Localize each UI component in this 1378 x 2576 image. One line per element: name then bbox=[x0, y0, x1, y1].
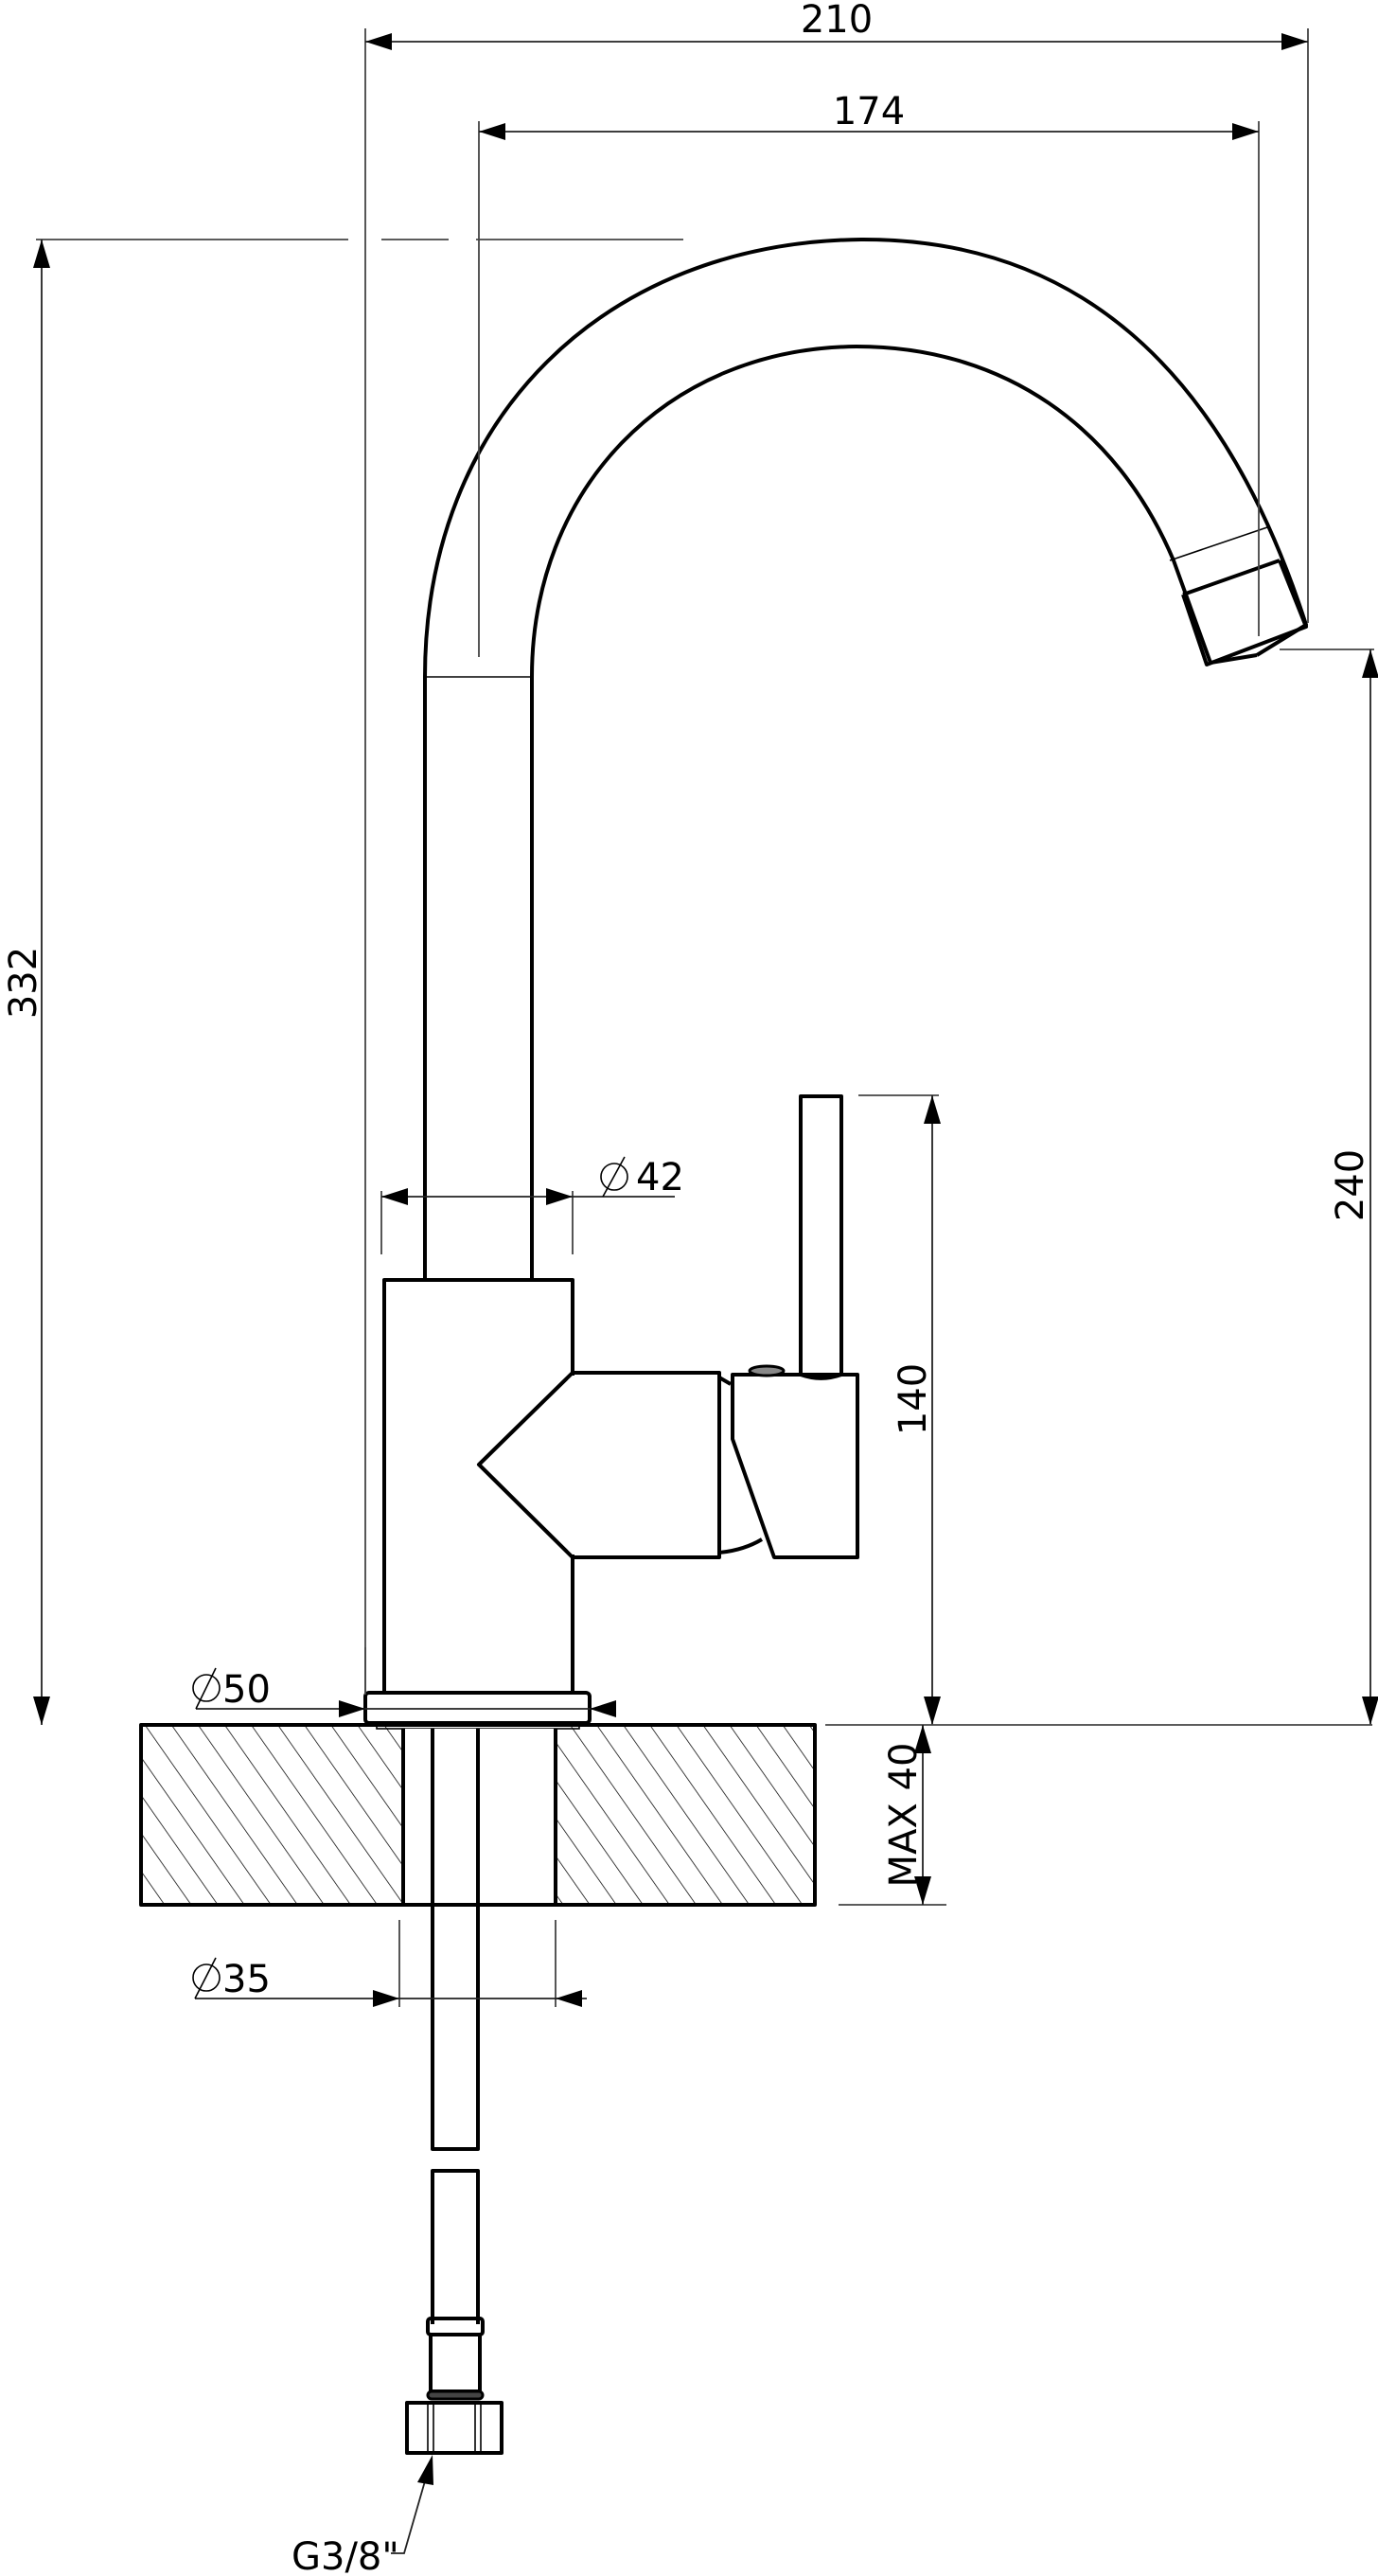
dim-210-label: 210 bbox=[801, 0, 873, 42]
dim-max40-label: MAX 40 bbox=[882, 1743, 926, 1888]
dim-lever-height: 140 bbox=[858, 1094, 941, 1725]
dim-outlet-height: 240 bbox=[1280, 648, 1378, 1725]
cartridge-housing bbox=[477, 1371, 721, 1559]
callout-hose-thread: G3/8" bbox=[292, 2455, 433, 2576]
cartridge-chevron bbox=[477, 1371, 574, 1559]
dim-240-label: 240 bbox=[1329, 1149, 1372, 1221]
lever-block bbox=[731, 1373, 859, 1559]
dim-42-label: 42 bbox=[636, 1156, 684, 1199]
hose-upper bbox=[431, 1729, 480, 2151]
spout bbox=[423, 237, 1308, 1280]
dim-overall-height: 332 bbox=[2, 239, 683, 1725]
dim-overall-reach: 210 bbox=[364, 0, 1309, 1693]
lever-handle bbox=[799, 1094, 843, 1375]
hose-oring bbox=[426, 2389, 485, 2401]
set-screw-icon bbox=[748, 1364, 786, 1377]
countertop-hatch-right bbox=[556, 1725, 815, 1905]
spout-outer-contour bbox=[423, 237, 1308, 1280]
spout-aerator-ring bbox=[1169, 525, 1271, 561]
dim-332-label: 332 bbox=[2, 947, 45, 1019]
dim-mounting-hole-diameter: 35 bbox=[192, 1920, 587, 2007]
spout-aerator bbox=[1182, 559, 1281, 665]
dim-140-label: 140 bbox=[892, 1363, 935, 1435]
dim-174-label: 174 bbox=[833, 90, 905, 133]
dim-spout-diameter: 42 bbox=[380, 1156, 684, 1254]
thread-size-label: G3/8" bbox=[292, 2535, 399, 2576]
hose-lower bbox=[431, 2169, 480, 2324]
lever-collar bbox=[717, 1376, 764, 1554]
hose-crimp-ring bbox=[426, 2317, 485, 2336]
dim-50-label: 50 bbox=[222, 1668, 271, 1712]
spout-outlet bbox=[1181, 560, 1308, 666]
faucet-body bbox=[382, 1094, 859, 1695]
dim-spout-reach: 174 bbox=[478, 90, 1260, 657]
dim-countertop-thickness: MAX 40 bbox=[825, 1724, 1372, 1906]
hose-ferrule bbox=[429, 2333, 482, 2393]
hose-nut bbox=[405, 2401, 504, 2455]
diameter-symbol-icon bbox=[192, 1674, 221, 1702]
diameter-symbol-icon bbox=[600, 1163, 628, 1191]
dim-base-diameter: 50 bbox=[192, 1647, 616, 1717]
base-flange bbox=[363, 1691, 592, 1725]
dim-35-label: 35 bbox=[222, 1958, 271, 2001]
supply-hose bbox=[405, 1729, 504, 2455]
countertop-hatch-left bbox=[141, 1725, 403, 1905]
body-cylinder bbox=[382, 1278, 574, 1695]
spout-inner-contour bbox=[530, 345, 1212, 1280]
diameter-symbol-icon bbox=[192, 1963, 221, 1992]
countertop-outline bbox=[139, 1723, 817, 1907]
